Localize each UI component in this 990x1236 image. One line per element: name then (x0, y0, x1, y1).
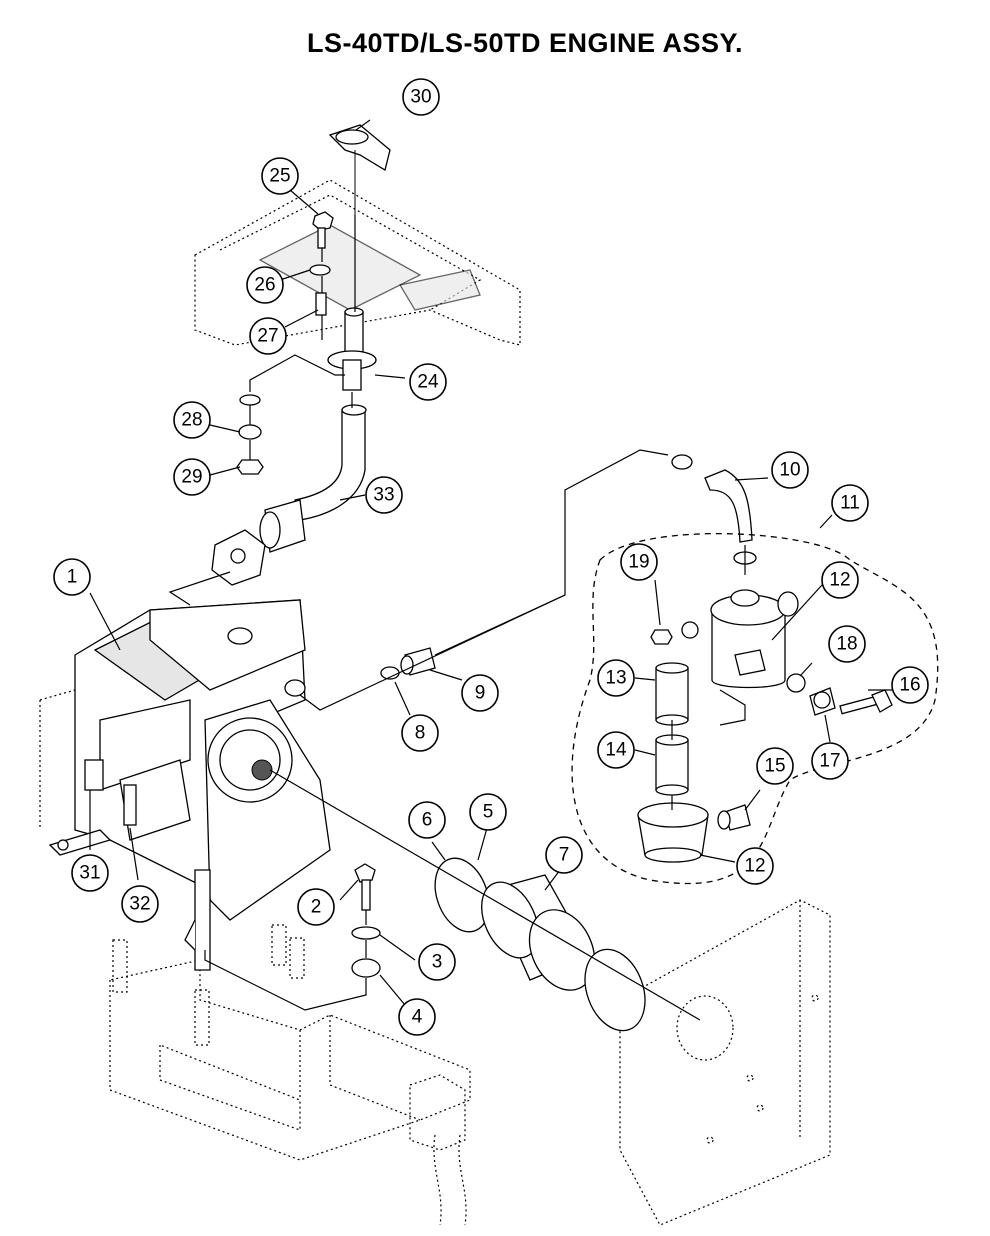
washer-small (239, 394, 261, 406)
washer-18 (786, 673, 806, 693)
filter-13 (655, 662, 689, 726)
callout-30: 30 (402, 78, 440, 116)
svg-text:18: 18 (836, 634, 857, 655)
air-cleaner-group-11 (571, 532, 939, 885)
engine-body (48, 599, 331, 971)
svg-text:6: 6 (422, 810, 433, 831)
callout-16: 16 (891, 666, 929, 704)
callout-29: 29 (173, 458, 211, 496)
bolt-2 (354, 863, 376, 911)
svg-text:11: 11 (840, 493, 860, 514)
callout-11: 11 (831, 484, 869, 522)
svg-text:1: 1 (67, 567, 78, 588)
svg-text:8: 8 (415, 723, 426, 744)
svg-text:30: 30 (410, 87, 431, 108)
exhaust-cap-30 (328, 124, 391, 215)
svg-text:2: 2 (311, 897, 322, 918)
callout-18: 18 (828, 625, 866, 663)
callout-24: 24 (409, 363, 447, 401)
callout-25: 25 (261, 157, 299, 195)
nut-19 (650, 629, 673, 645)
component-32 (123, 784, 137, 826)
callout-10: 10 (771, 451, 809, 489)
callout-8: 8 (401, 714, 439, 752)
svg-text:4: 4 (412, 1007, 423, 1028)
elbow-15 (717, 804, 751, 831)
svg-text:15: 15 (764, 756, 785, 777)
bolt-16 (839, 689, 893, 715)
filter-14 (655, 734, 689, 796)
svg-text:32: 32 (129, 894, 150, 915)
svg-text:17: 17 (819, 751, 840, 772)
svg-text:25: 25 (269, 166, 290, 187)
callout-14: 14 (597, 731, 635, 769)
mounting-panel (619, 899, 831, 1226)
callouts: 30 25 26 27 24 28 29 33 10 11 19 12 18 1… (53, 78, 929, 1036)
svg-text:12: 12 (829, 570, 850, 591)
component-31 (84, 759, 104, 791)
nut-29 (236, 459, 264, 475)
exhaust-elbow-33 (211, 404, 367, 586)
svg-text:19: 19 (628, 552, 649, 573)
leader-lines (89, 119, 895, 1021)
svg-text:28: 28 (181, 410, 202, 431)
washer-26 (309, 264, 331, 276)
svg-text:5: 5 (483, 802, 494, 823)
lock-washer-28 (238, 424, 262, 440)
callout-19: 19 (620, 543, 658, 581)
clamp-5 (584, 948, 646, 1032)
callout-1: 1 (53, 558, 91, 596)
callout-33: 33 (365, 476, 403, 514)
svg-text:14: 14 (605, 740, 627, 761)
hose-10 (671, 454, 757, 565)
callout-15: 15 (756, 747, 794, 785)
callout-28: 28 (173, 401, 211, 439)
svg-text:31: 31 (79, 863, 100, 884)
svg-text:9: 9 (475, 683, 486, 704)
svg-text:29: 29 (181, 467, 202, 488)
callout-7: 7 (545, 836, 583, 874)
svg-text:12: 12 (744, 856, 765, 877)
svg-text:16: 16 (899, 675, 920, 696)
spacer-27 (315, 292, 327, 316)
air-cleaner-housing-12 (710, 589, 799, 689)
svg-text:26: 26 (254, 275, 275, 296)
callout-2: 2 (297, 888, 335, 926)
callout-13: 13 (597, 659, 635, 697)
washer-3 (351, 926, 381, 940)
exhaust-pipe-24 (327, 307, 377, 391)
svg-text:27: 27 (257, 326, 278, 347)
callout-5: 5 (469, 793, 507, 831)
clamp-6 (434, 857, 490, 933)
washer-4 (351, 958, 381, 978)
callout-12-top: 12 (821, 561, 859, 599)
callout-12-bottom: 12 (736, 847, 774, 885)
washer (681, 621, 699, 639)
callout-31: 31 (71, 854, 109, 892)
callout-6: 6 (408, 801, 446, 839)
svg-text:24: 24 (417, 372, 439, 393)
chassis-frame (39, 689, 471, 1226)
callout-32: 32 (121, 885, 159, 923)
callout-3: 3 (418, 943, 456, 981)
cup-12 (637, 802, 709, 863)
callout-9: 9 (461, 674, 499, 712)
callout-27: 27 (249, 317, 287, 355)
svg-text:10: 10 (779, 460, 800, 481)
diagram-title: LS-40TD/LS-50TD ENGINE ASSY. (306, 28, 744, 58)
callout-17: 17 (811, 742, 849, 780)
svg-text:3: 3 (432, 952, 443, 973)
callout-4: 4 (398, 998, 436, 1036)
svg-text:13: 13 (605, 668, 626, 689)
svg-text:7: 7 (559, 845, 570, 866)
svg-text:33: 33 (373, 485, 394, 506)
callout-26: 26 (246, 266, 284, 304)
